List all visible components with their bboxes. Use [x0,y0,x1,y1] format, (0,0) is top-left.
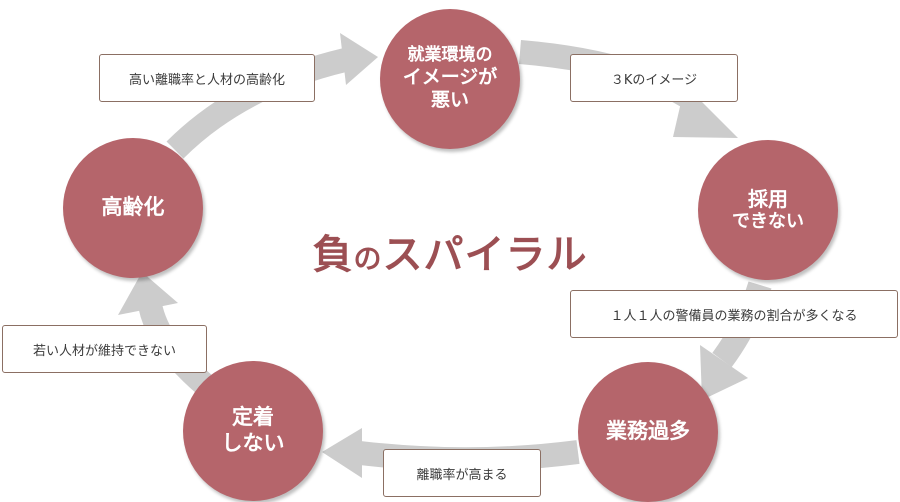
node-work-environment-line1: 就業環境の [407,45,493,66]
title-particle: の [353,242,383,275]
title-main-2: スパイラル [382,232,588,278]
node-work-environment-line2: イメージが [402,66,498,89]
arrowhead-overwork-to-retention [322,428,362,478]
node-aging: 高齢化 [63,138,203,278]
label-guard-workload-text: １人１人の警備員の業務の割合が多くなる [610,308,858,324]
node-retention-line2: しない [221,431,285,455]
arrowhead-retention-to-aging [118,272,178,315]
diagram-title: 負のスパイラル [265,222,635,280]
node-work-environment-line3: 悪い [430,89,469,112]
node-aging-line1: 高齢化 [101,195,165,220]
label-guard-workload: １人１人の警備員の業務の割合が多くなる [570,290,898,338]
title-main-1: 負 [312,232,354,278]
label-3k-image: ３Kのイメージ [570,54,738,102]
label-young-talent-text: 若い人材が維持できない [32,343,176,359]
node-retention: 定着 しない [183,361,323,501]
label-3k-image-text: ３Kのイメージ [610,72,698,88]
node-overwork-line1: 業務過多 [606,419,690,444]
node-retention-line1: 定着 [232,405,274,430]
node-work-environment-image: 就業環境の イメージが 悪い [380,9,520,149]
label-young-talent: 若い人材が維持できない [2,325,207,373]
node-hiring-line2: できない [732,211,804,233]
arrowhead-hiring-to-overwork [700,345,748,400]
arrowhead-aging-to-work-env [340,33,378,85]
node-hiring: 採用 できない [698,140,838,280]
node-overwork: 業務過多 [578,362,718,502]
label-high-turnover-aging-text: 高い離職率と人材の高齢化 [128,72,285,88]
label-turnover-rises-text: 離職率が高まる [416,467,508,483]
label-high-turnover-aging: 高い離職率と人材の高齢化 [99,54,315,102]
label-turnover-rises: 離職率が高まる [383,449,541,497]
node-hiring-line1: 採用 [748,186,788,211]
